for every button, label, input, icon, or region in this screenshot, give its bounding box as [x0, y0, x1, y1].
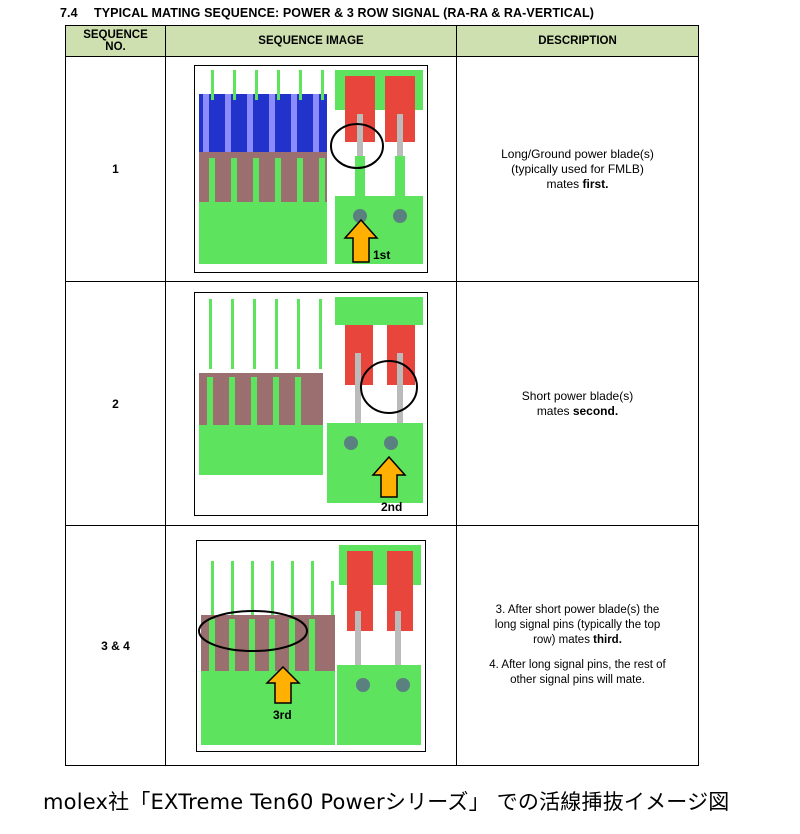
highlight-circle [330, 123, 384, 169]
sequence-number: 1 [65, 56, 166, 282]
emphasis: second. [572, 403, 619, 418]
sequence-image-cell: 1st [165, 56, 457, 282]
insertion-arrow-icon [343, 218, 379, 263]
description-line: long signal pins (typically the top [494, 619, 661, 631]
highlight-ellipse [198, 609, 308, 652]
sequence-1-diagram: 1st [194, 65, 428, 273]
lower-green-pins [199, 376, 323, 475]
section-number: 7.4 [60, 6, 78, 20]
insertion-arrow-icon [371, 455, 407, 498]
description-line: other signal pins will mate. [510, 674, 645, 686]
upper-green-pins [209, 298, 322, 369]
emphasis: first. [582, 176, 609, 191]
description-line: Long/Ground power blade(s) [501, 146, 654, 161]
sequence-image-cell: 3rd [165, 525, 457, 766]
arrow-label: 2nd [381, 500, 402, 514]
description-cell: Long/Ground power blade(s) (typically us… [456, 56, 699, 282]
description-line: 3. After short power blade(s) the [495, 604, 660, 616]
header-sequence-image: SEQUENCE IMAGE [165, 25, 457, 57]
power-blades [327, 296, 423, 503]
arrow-label: 3rd [273, 708, 292, 722]
sequence-3-diagram: 3rd [196, 539, 426, 752]
header-sequence-no: SEQUENCE NO. [65, 25, 166, 57]
sequence-2-diagram: 2nd [194, 291, 428, 516]
section-heading: 7.4 TYPICAL MATING SEQUENCE: POWER & 3 RO… [60, 6, 594, 20]
description-line: 4. After long signal pins, the rest of [489, 659, 666, 671]
description-line: row) mates third. [533, 634, 622, 646]
description-line: mates second. [536, 403, 619, 418]
sequence-number: 2 [65, 281, 166, 526]
sequence-image-cell: 2nd [165, 281, 457, 526]
upper-green-pins [211, 70, 324, 100]
sequence-number: 3 & 4 [65, 525, 166, 766]
description-line: (typically used for FMLB) [511, 161, 644, 176]
description-cell: 3. After short power blade(s) the long s… [456, 525, 699, 766]
power-blades [337, 544, 421, 745]
arrow-label: 1st [373, 248, 390, 262]
section-title: TYPICAL MATING SEQUENCE: POWER & 3 ROW S… [94, 6, 594, 20]
table-header-row: SEQUENCE NO. SEQUENCE IMAGE DESCRIPTION [65, 25, 699, 57]
insertion-arrow-icon [265, 665, 301, 704]
table-row: 1 [65, 56, 699, 282]
lower-green-pins [199, 158, 327, 264]
signal-pins-blue [199, 94, 327, 152]
signal-housing [199, 372, 323, 425]
figure-caption: molex社「EXTreme Ten60 Powerシリーズ」 での活線挿抜イメ… [43, 790, 730, 814]
power-blades [335, 70, 423, 264]
table-row: 2 [65, 281, 699, 526]
upper-green-pins [211, 560, 334, 631]
mating-sequence-table: SEQUENCE NO. SEQUENCE IMAGE DESCRIPTION … [65, 25, 699, 766]
table-row: 3 & 4 [65, 525, 699, 766]
highlight-circle [360, 359, 418, 414]
emphasis: third. [593, 634, 622, 646]
signal-housing [199, 152, 327, 202]
description-line: Short power blade(s) [521, 388, 634, 403]
description-line: mates first. [546, 176, 609, 191]
header-description: DESCRIPTION [456, 25, 699, 57]
description-cell: Short power blade(s) mates second. [456, 281, 699, 526]
